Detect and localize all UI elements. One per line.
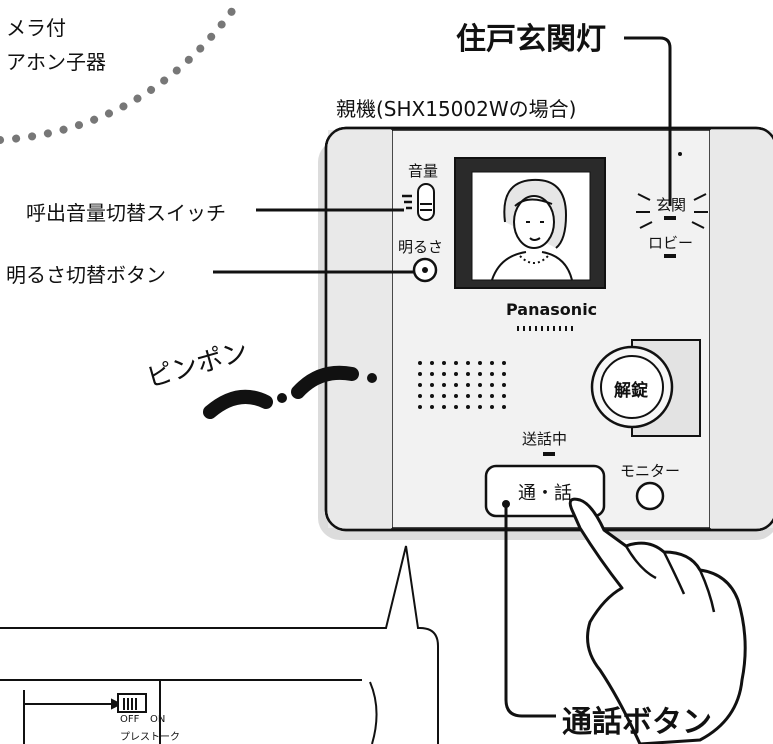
talking-led [543, 452, 555, 456]
talking-label: 送話中 [522, 430, 568, 448]
unit-left-band [328, 130, 392, 528]
inset-switch-detail [0, 679, 378, 744]
unit-right-band [710, 130, 773, 528]
hand-icon [568, 497, 747, 744]
volume-switch-icon [402, 183, 435, 221]
speaker-grille [418, 361, 506, 409]
unit-outline [324, 126, 773, 532]
switch-caption: プレストーク [120, 732, 180, 743]
camera-label-line1: メラ付 [6, 16, 66, 40]
unlock-button-inner [600, 355, 664, 419]
volume-label: 音量 [408, 162, 439, 180]
entrance-led [664, 216, 676, 220]
status-dot [678, 152, 682, 156]
magnify-callout [0, 545, 439, 744]
entrance-light-glow-icon [636, 193, 708, 229]
ring-sound-waves [203, 365, 377, 419]
lobby-led [664, 254, 676, 258]
brand-mark-dots [517, 326, 573, 331]
talk-button-label[interactable]: 通・話 [518, 483, 572, 504]
visitor-face-icon [491, 178, 573, 281]
hand-finger-lines [624, 545, 716, 613]
camera-label-line2: アホン子器 [6, 50, 106, 74]
unlock-button-label[interactable]: 解錠 [614, 381, 648, 401]
brightness-button-dot [422, 267, 428, 273]
switch-on-label: ON [150, 714, 166, 725]
unit-title: 親機(SHX15002Wの場合) [336, 97, 577, 121]
monitor-button-shape [635, 481, 665, 511]
lobby-indicator-label: ロビー [648, 234, 694, 252]
switch-off-label: OFF [120, 714, 140, 725]
dotted-wireless-curve [0, 0, 244, 144]
brightness-label: 明るさ [398, 238, 444, 256]
entrance-indicator-label: 玄関 [656, 196, 687, 214]
monitor-label: モニター [620, 462, 681, 480]
leader-lines [213, 36, 672, 718]
entrance-light-title: 住戸玄関灯 [456, 22, 606, 57]
talk-leader-dot [502, 500, 510, 508]
brand-logo: Panasonic [506, 300, 598, 319]
volume-switch-label: 呼出音量切替スイッチ [26, 201, 226, 225]
talk-button-callout: 通話ボタン [562, 705, 712, 740]
brightness-button-label: 明るさ切替ボタン [6, 263, 166, 287]
